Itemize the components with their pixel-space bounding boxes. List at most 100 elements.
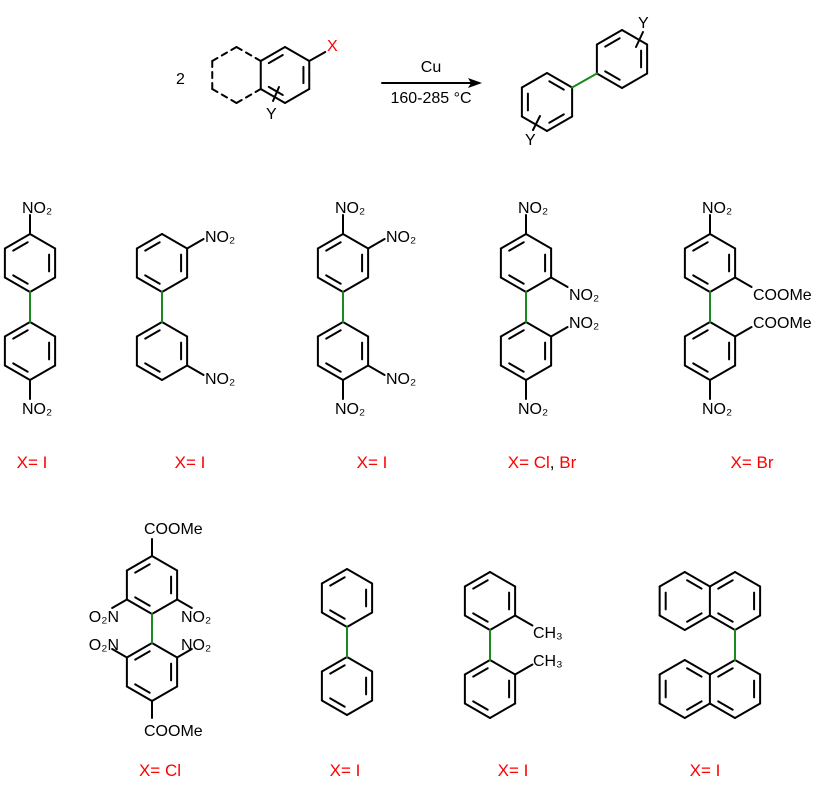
ring-bond xyxy=(320,656,348,673)
ring-bond xyxy=(3,276,31,293)
substituent-bond xyxy=(550,276,569,288)
ring-bond xyxy=(320,699,348,716)
ring-bond xyxy=(546,72,574,89)
group-label: NO₂ xyxy=(702,401,732,418)
double-bond-line xyxy=(686,579,703,590)
ring-bond xyxy=(161,276,189,293)
ring-bond xyxy=(683,702,711,719)
ring-bond xyxy=(151,555,179,572)
substituent-bond xyxy=(550,326,569,338)
ring-bond xyxy=(135,233,163,250)
ring-bond xyxy=(125,555,153,572)
ring-bond xyxy=(342,276,370,293)
substituent-bond xyxy=(734,276,753,288)
compound-1-dinitrobiphenyl: NO₂ NO₂ X= I xyxy=(17,200,53,472)
double-bond-line xyxy=(329,609,346,620)
double-bond-line xyxy=(12,274,29,285)
ring-bond xyxy=(489,659,517,676)
ring-bond xyxy=(621,72,649,89)
ring-bond xyxy=(259,88,286,104)
ring-bond xyxy=(316,321,344,338)
compound-5-dinitro-diester-biphenyl: NO₂ COOMe COOMe NO₂ X= Br xyxy=(702,200,812,472)
double-bond-line xyxy=(329,576,346,587)
group-label: COOMe xyxy=(144,521,203,538)
ring-bond xyxy=(3,233,31,250)
ring-bond xyxy=(463,702,491,719)
ring-bond xyxy=(342,364,370,381)
ring-bond xyxy=(683,233,711,250)
ring-bond xyxy=(135,364,163,381)
substituent-bond xyxy=(176,598,193,609)
group-label: NO₂ xyxy=(569,315,599,332)
ring-bond xyxy=(151,642,179,659)
ring-bond xyxy=(211,88,238,104)
conditions-label: 160-285 °C xyxy=(390,90,471,107)
double-bond-line xyxy=(472,579,489,590)
double-bond-line xyxy=(12,241,29,252)
ring-bond xyxy=(235,46,262,62)
ring-bond xyxy=(520,115,548,132)
double-bond-line xyxy=(134,683,151,694)
double-bond-line xyxy=(717,612,734,623)
ring-bond xyxy=(316,276,344,293)
ring-bond xyxy=(683,659,711,676)
reagent-label: Cu xyxy=(421,59,441,76)
ring-bond xyxy=(683,321,711,338)
ring-bond xyxy=(489,702,517,719)
ring-bond xyxy=(342,233,370,250)
compound-condition-label: X= Cl, Br xyxy=(508,453,577,472)
group-label: NO₂ xyxy=(205,371,235,388)
ring-bond xyxy=(29,233,57,250)
double-bond-line xyxy=(472,612,489,623)
ring-bond xyxy=(151,598,179,615)
substituent-bond xyxy=(367,364,386,376)
ring-bond xyxy=(316,233,344,250)
ring-bond xyxy=(346,656,374,673)
double-bond-line xyxy=(508,241,525,252)
compound-condition-label: X= I xyxy=(17,453,48,472)
group-label: CH₃ xyxy=(533,625,563,642)
double-bond-line xyxy=(325,274,342,285)
compound-8-dimethylbiphenyl: CH₃ CH₃ X= I xyxy=(498,625,563,780)
ring-bond xyxy=(463,571,491,588)
ring-bond xyxy=(658,659,686,676)
ring-bond xyxy=(499,276,527,293)
ring-bond xyxy=(342,321,370,338)
ring-bond xyxy=(595,29,623,46)
ring-bond xyxy=(709,321,737,338)
ring-bond xyxy=(708,614,736,631)
group-label: NO₂ xyxy=(181,637,211,654)
substituent-bond xyxy=(186,238,205,250)
substituent-bond xyxy=(514,663,534,676)
ring-bond xyxy=(499,233,527,250)
compound-7-biphenyl: X= I xyxy=(330,761,361,780)
ring-bond xyxy=(709,276,737,293)
ring-bond xyxy=(658,614,686,631)
leaving-group-x: X xyxy=(327,38,338,55)
substituent-bond xyxy=(367,238,386,250)
double-bond-line xyxy=(692,274,709,285)
reaction-arrow-head xyxy=(468,78,482,88)
stoichiometric-coefficient: 2 xyxy=(176,71,185,88)
double-bond-line xyxy=(329,664,346,675)
ring-bond xyxy=(235,88,262,104)
ring-bond xyxy=(3,321,31,338)
double-bond-line xyxy=(692,329,709,340)
double-bond-line xyxy=(692,362,709,373)
double-bond-line xyxy=(508,329,525,340)
double-bond-line xyxy=(604,70,621,81)
compound-9-binaphthyl: X= I xyxy=(690,761,721,780)
ring-bond xyxy=(708,702,736,719)
compound-3-tetranitrobiphenyl: NO₂ NO₂ NO₂ NO₂ X= I xyxy=(335,200,416,472)
ring-bond xyxy=(489,571,517,588)
ring-bond xyxy=(29,276,57,293)
double-bond-line xyxy=(144,241,161,252)
ring-bond xyxy=(463,614,491,631)
double-bond-line xyxy=(508,274,525,285)
ring-bond xyxy=(125,598,153,615)
double-bond-line xyxy=(692,241,709,252)
compound-6-tetranitro-diester-biphenyl: COOMe O₂N NO₂ O₂N NO₂ COOMe X= Cl xyxy=(89,521,211,780)
ring-bond xyxy=(151,685,179,702)
ring-bond xyxy=(29,364,57,381)
